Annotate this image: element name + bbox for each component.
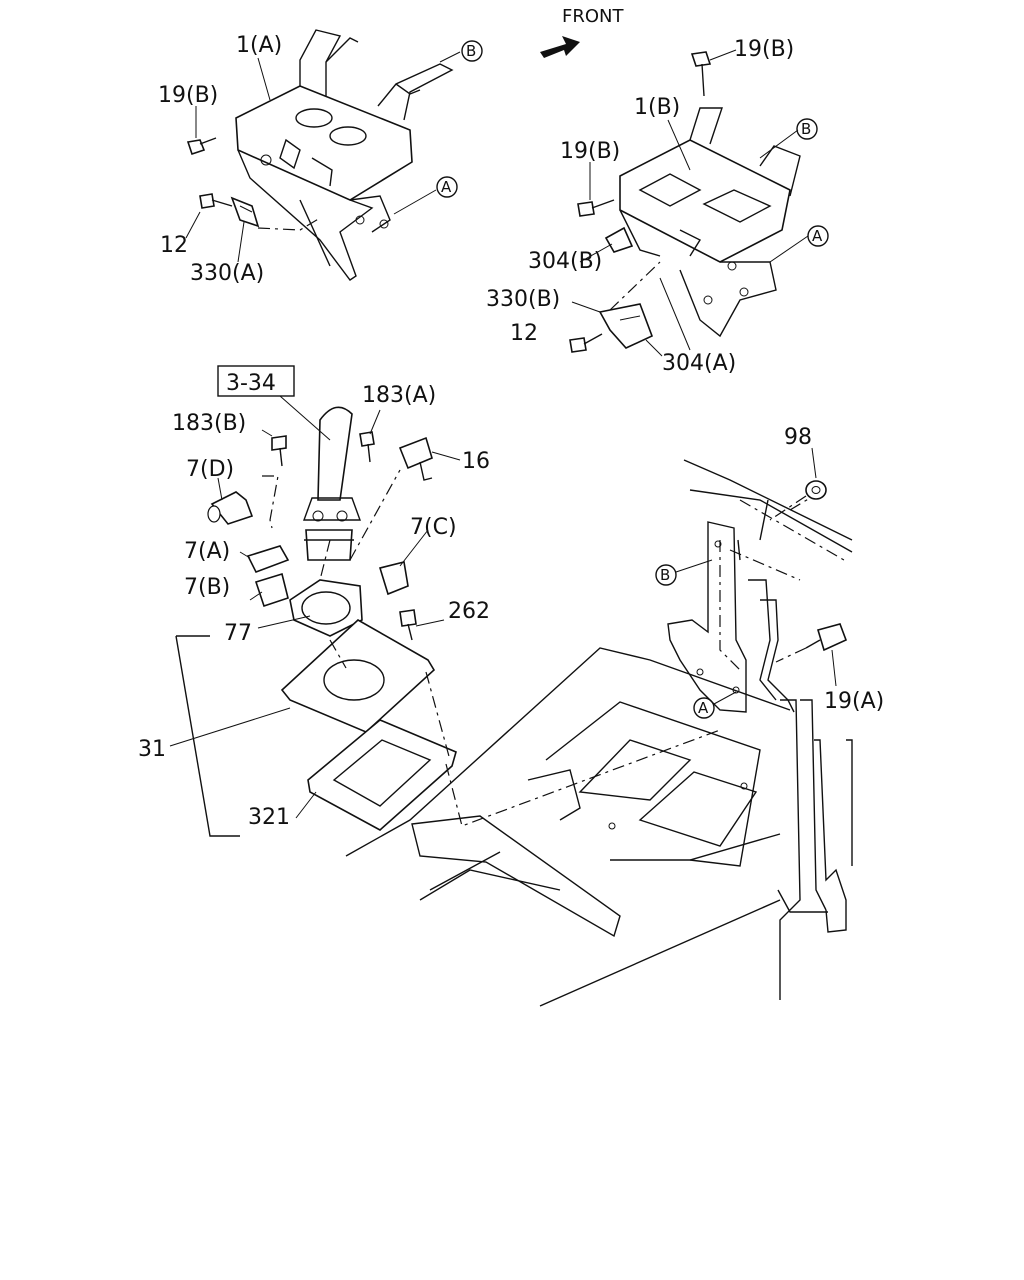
marker-a-top-left: A <box>436 176 458 198</box>
label-183a: 183(A) <box>362 383 436 408</box>
fitting-7a <box>246 545 290 574</box>
label-19a: 19(A) <box>824 689 884 714</box>
vehicle-floor <box>345 459 853 1007</box>
bolt-262 <box>399 609 417 641</box>
marker-b-top-right: B <box>796 118 818 140</box>
label-98: 98 <box>784 425 812 450</box>
bolt-19b-left <box>186 137 217 156</box>
label-304a: 304(A) <box>662 351 736 376</box>
label-330b: 330(B) <box>486 287 560 312</box>
label-330a: 330(A) <box>190 261 264 286</box>
clip-330b <box>598 303 654 349</box>
label-7b: 7(B) <box>184 575 230 600</box>
plate-31 <box>280 619 436 733</box>
svg-text:A: A <box>812 227 823 245</box>
svg-text:A: A <box>698 699 709 717</box>
marker-b-top-left: B <box>461 40 483 62</box>
fitting-7b <box>254 572 289 608</box>
ref-box-3-34 <box>217 365 295 397</box>
label-7c: 7(C) <box>410 515 457 540</box>
label-31: 31 <box>138 737 166 762</box>
label-19b-right: 19(B) <box>560 139 620 164</box>
marker-a-top-right: A <box>807 225 829 247</box>
svg-text:B: B <box>660 566 670 584</box>
plate-321 <box>307 719 457 831</box>
bolt-183a <box>359 431 375 463</box>
front-arrow-icon <box>540 36 580 58</box>
marker-b-body: B <box>655 564 677 586</box>
label-19b-left: 19(B) <box>158 83 218 108</box>
bolt-19b-right <box>577 199 615 217</box>
label-262: 262 <box>448 599 490 624</box>
bolt-12-left <box>199 193 233 209</box>
front-label: FRONT <box>562 6 624 27</box>
label-77: 77 <box>224 621 252 646</box>
sensor-16 <box>398 436 433 481</box>
label-12-right: 12 <box>510 321 538 346</box>
bolt-19a <box>805 623 848 652</box>
fitting-7d <box>207 491 254 525</box>
bracket-1a <box>235 29 454 281</box>
bracket-1b <box>619 107 801 338</box>
svg-text:B: B <box>466 42 476 60</box>
label-19b-top: 19(B) <box>734 37 794 62</box>
label-304b: 304(B) <box>528 249 602 274</box>
gasket-77 <box>289 579 363 637</box>
shifter-assembly <box>303 406 361 561</box>
svg-text:A: A <box>441 178 452 196</box>
label-1b: 1(B) <box>634 95 680 120</box>
bolt-19b-top <box>690 51 712 97</box>
bolt-183b <box>271 435 287 467</box>
ref-box-label: 3-34 <box>226 371 276 396</box>
clip-330a <box>230 196 260 228</box>
label-1a: 1(A) <box>236 33 282 58</box>
marker-a-body: A <box>693 697 715 719</box>
bracket-304b <box>604 226 634 253</box>
label-12-left: 12 <box>160 233 188 258</box>
bolt-12-right <box>569 333 603 353</box>
nut-98 <box>805 480 827 500</box>
svg-text:B: B <box>801 120 811 138</box>
label-7d: 7(D) <box>186 457 234 482</box>
label-16: 16 <box>462 449 490 474</box>
label-321: 321 <box>248 805 290 830</box>
fitting-7c <box>378 561 409 596</box>
label-7a: 7(A) <box>184 539 230 564</box>
label-183b: 183(B) <box>172 411 246 436</box>
